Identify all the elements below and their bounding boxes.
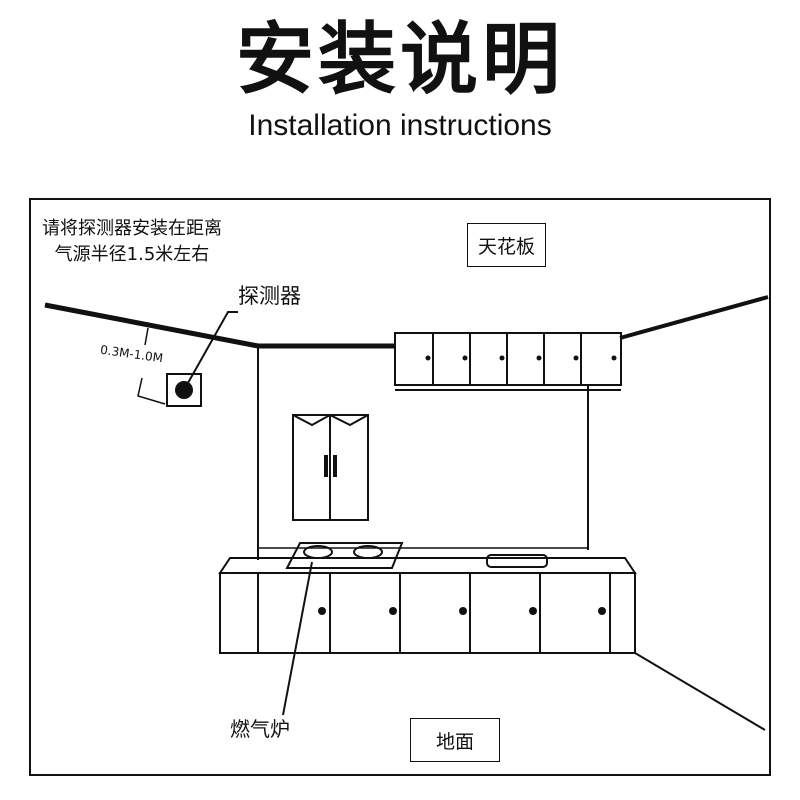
floor-line <box>634 652 766 731</box>
stove-label: 燃气炉 <box>230 717 290 741</box>
gas-stove <box>285 542 404 569</box>
note-line-2: 气源半径1.5米左右 <box>54 244 210 265</box>
upper-cabinets <box>394 332 622 391</box>
cabinet-handle <box>333 455 337 477</box>
distance-bracket-top <box>144 327 149 346</box>
detector-label: 探测器 <box>238 284 301 308</box>
lower-cabinets <box>218 557 637 654</box>
wall-cabinet <box>292 413 369 521</box>
distance-bracket-bottom <box>137 377 166 405</box>
page-subtitle: Installation instructions <box>248 109 552 142</box>
cabinet-handle <box>324 455 328 477</box>
diagram-frame <box>29 198 771 776</box>
note-line-1: 请将探测器安装在距离 <box>42 218 222 239</box>
lower-cabinet-knobs <box>318 607 606 615</box>
detector-box <box>166 373 202 407</box>
upper-cabinet-knobs <box>425 355 617 361</box>
installation-note: 请将探测器安装在距离 气源半径1.5米左右 <box>42 216 222 268</box>
page-title: 安装说明 <box>235 15 564 105</box>
stove-pointer <box>282 561 313 716</box>
ceiling-label: 天花板 <box>467 223 546 267</box>
detector-pointer <box>183 311 238 391</box>
ceiling-line-right <box>619 295 769 340</box>
floor-label: 地面 <box>410 718 500 762</box>
sink <box>486 554 548 568</box>
